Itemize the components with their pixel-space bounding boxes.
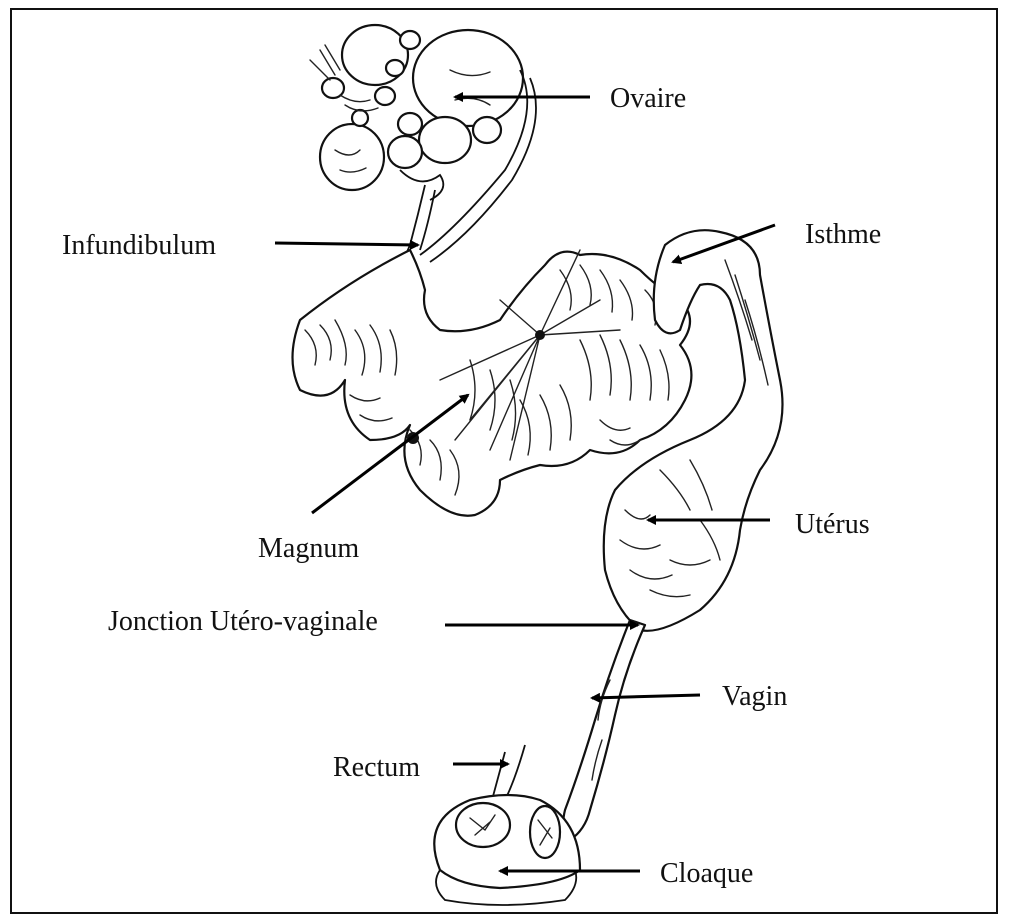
label-magnum: Magnum: [258, 533, 359, 564]
rectum-drawing: [505, 745, 525, 800]
label-uterus: Utérus: [795, 509, 870, 540]
label-rectum: Rectum: [333, 752, 420, 783]
label-cloaque: Cloaque: [660, 858, 753, 889]
label-ovaire: Ovaire: [610, 83, 686, 114]
label-infundibulum: Infundibulum: [62, 230, 216, 261]
ovary-drawing: [310, 25, 523, 200]
cloaca-drawing: [434, 795, 580, 905]
label-jonction: Jonction Utéro-vaginale: [108, 606, 378, 637]
label-vagin: Vagin: [722, 681, 787, 712]
arrow-infundibulum: [275, 243, 418, 245]
label-isthme: Isthme: [805, 219, 881, 250]
